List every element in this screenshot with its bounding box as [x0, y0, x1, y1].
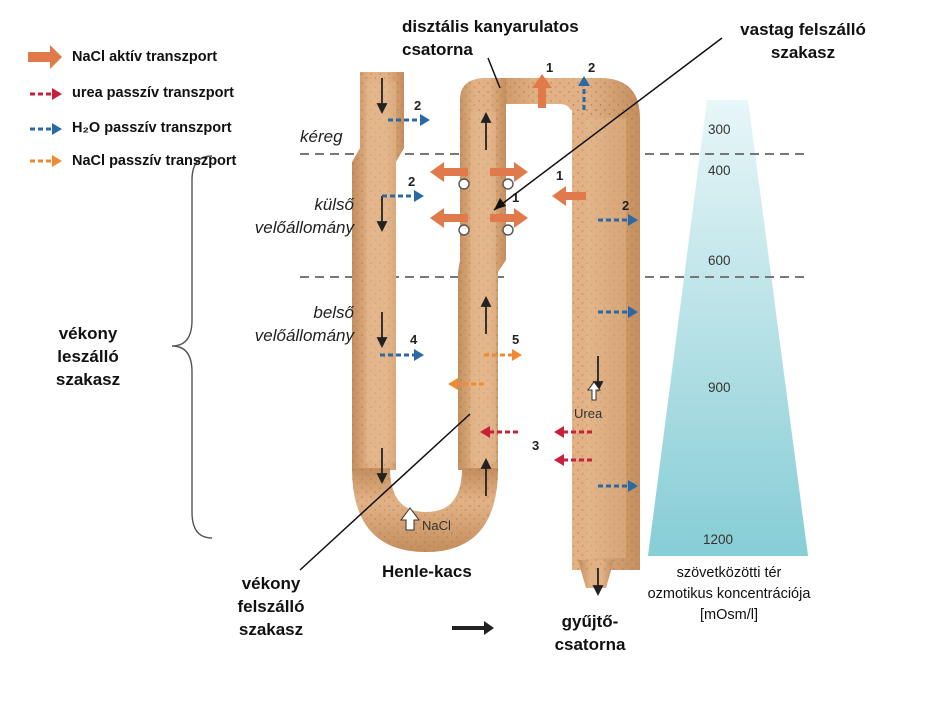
legend-label-nacl-passive: NaCl passzív transzport — [72, 153, 237, 169]
outer-medulla-label: külső velőállomány — [254, 195, 354, 237]
osmolality-gradient — [648, 100, 808, 556]
urea-label: Urea — [574, 406, 603, 421]
leader-distal — [487, 57, 501, 89]
distal-tubule-label: disztális kanyarulatos csatorna — [402, 17, 579, 59]
label-num: 2 — [622, 198, 629, 213]
henle-loop-label: Henle-kacs — [382, 562, 472, 581]
leader-thin-ascending — [299, 413, 471, 571]
label-num: 2 — [408, 174, 415, 189]
inner-medulla-label: belső velőállomány — [254, 303, 354, 345]
legend-icons — [28, 45, 62, 167]
h2o-passive-arrows — [380, 84, 628, 488]
tubule — [352, 72, 640, 588]
thin-descending-label: vékony leszálló szakasz — [55, 324, 121, 389]
label-num: 5 — [512, 332, 519, 347]
nacl-passive-legend-icon-head — [52, 155, 62, 167]
leader-thick-ascending-head — [494, 198, 506, 210]
urea-up-arrow — [587, 381, 601, 401]
legend-label-urea: urea passzív transzport — [72, 85, 234, 101]
osm-value: 600 — [708, 253, 731, 268]
h2o-arrowheads — [414, 76, 638, 492]
nacl-label: NaCl — [422, 518, 451, 533]
bottom-black-arrow — [452, 621, 494, 635]
osm-value: 1200 — [703, 532, 733, 547]
brace — [171, 155, 213, 539]
label-num: 4 — [410, 332, 418, 347]
osm-value: 900 — [708, 380, 731, 395]
urea-passive-heads — [480, 426, 564, 466]
leader-thick-ascending — [493, 37, 723, 211]
legend-label-h2o: H₂O passzív transzport — [72, 120, 232, 136]
h2o-legend-icon-head — [52, 123, 62, 135]
label-num: 1 — [556, 168, 563, 183]
collecting-duct-label: gyűjtő- csatorna — [554, 612, 626, 654]
label-num: 1 — [512, 190, 519, 205]
flow-arrows — [376, 78, 604, 597]
label-num: 1 — [546, 60, 553, 75]
label-num: 3 — [532, 438, 539, 453]
urea-passive-arrows — [490, 430, 592, 462]
interstitium-caption: szövetközötti tér ozmotikus koncentráció… — [647, 565, 811, 623]
nacl-active-arrows — [430, 74, 586, 228]
label-num: 2 — [414, 98, 421, 113]
legend-label-nacl-active: NaCl aktív transzport — [72, 49, 218, 65]
cortex-label: kéreg — [300, 127, 343, 146]
nacl-up-arrow — [400, 507, 420, 531]
osm-value: 400 — [708, 163, 731, 178]
thick-ascending-label: vastag felszálló szakasz — [740, 20, 866, 62]
urea-legend-icon-head — [52, 88, 62, 100]
thin-ascending-label: vékony felszálló szakasz — [237, 574, 305, 639]
nacl-passive-heads — [448, 349, 522, 390]
label-num: 2 — [588, 60, 595, 75]
nacl-active-legend-icon — [28, 45, 62, 69]
nacl-passive-arrows — [458, 353, 512, 386]
osm-value: 300 — [708, 122, 731, 137]
transport-carriers — [458, 178, 514, 236]
